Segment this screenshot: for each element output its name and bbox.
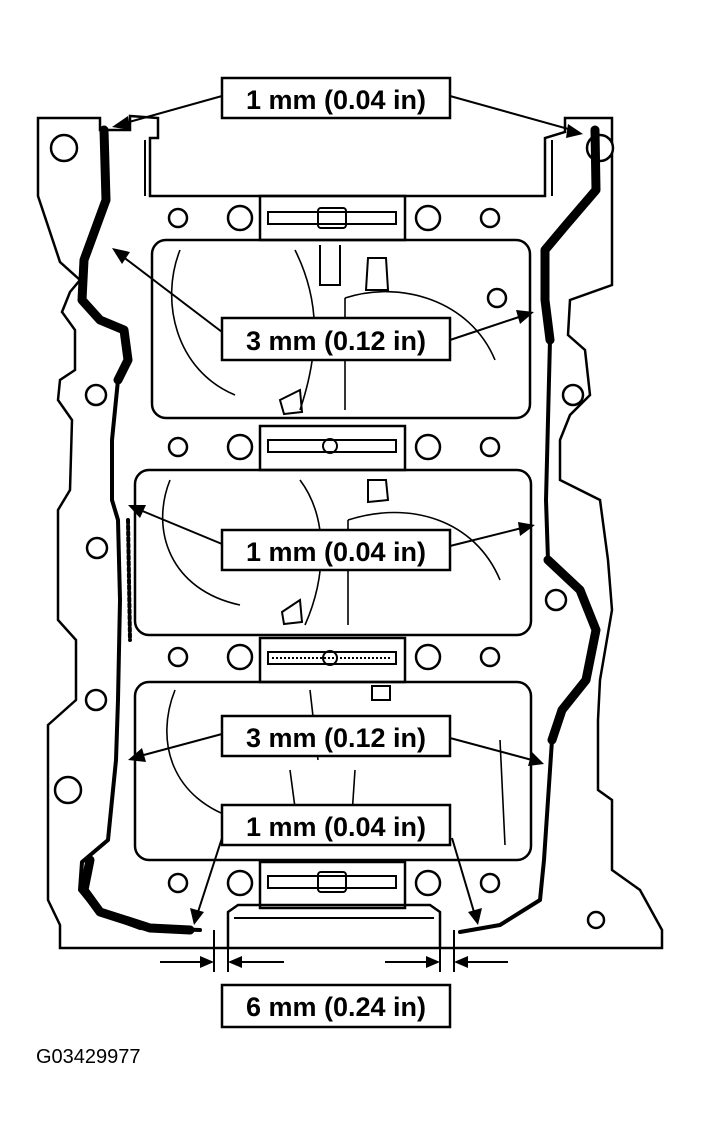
bolt-hole <box>226 643 254 671</box>
bolt-hole <box>226 869 254 897</box>
bolt-hole <box>479 207 501 229</box>
bolt-hole <box>167 436 189 458</box>
figure-id: G03429977 <box>36 1046 141 1068</box>
bolt-hole <box>53 775 83 805</box>
bolt-hole <box>479 872 501 894</box>
bolt-hole <box>414 433 442 461</box>
callout-bottom-label: 1 mm (0.04 in) <box>246 812 426 842</box>
bolt-hole <box>84 383 108 407</box>
engine-block-outline <box>36 114 664 950</box>
rear-seal-retainer <box>226 903 442 948</box>
leader-arrows <box>112 95 583 925</box>
callout-bottom: 1 mm (0.04 in) <box>220 803 452 847</box>
callout-top-label: 1 mm (0.04 in) <box>246 85 426 115</box>
callout-upper-middle-label: 3 mm (0.12 in) <box>246 326 426 356</box>
callout-middle-label: 1 mm (0.04 in) <box>246 537 426 567</box>
bearing-bridges <box>258 194 407 910</box>
bolt-hole <box>167 646 189 668</box>
callout-upper-middle: 3 mm (0.12 in) <box>220 316 452 362</box>
callout-seal-width-label: 6 mm (0.24 in) <box>246 992 426 1022</box>
seal-width-dimension <box>160 930 508 972</box>
bolt-hole <box>479 646 501 668</box>
bolt-hole <box>167 207 189 229</box>
callout-lower-middle-label: 3 mm (0.12 in) <box>246 723 426 753</box>
sealant-bead <box>77 125 601 935</box>
bolt-hole <box>226 204 254 232</box>
bolt-hole <box>414 204 442 232</box>
bolt-hole <box>49 133 79 163</box>
bolt-hole <box>84 688 108 712</box>
bolt-hole <box>85 536 109 560</box>
callout-middle: 1 mm (0.04 in) <box>220 528 452 572</box>
bolt-hole <box>479 436 501 458</box>
bolt-hole <box>561 383 585 407</box>
bolt-hole <box>414 869 442 897</box>
bolt-hole <box>486 287 508 309</box>
bolt-hole <box>544 588 568 612</box>
bolt-hole <box>167 872 189 894</box>
bolt-hole <box>586 910 606 930</box>
callout-seal-width: 6 mm (0.24 in) <box>220 983 452 1029</box>
callout-top: 1 mm (0.04 in) <box>220 76 452 120</box>
bolt-hole <box>226 433 254 461</box>
bolt-hole <box>414 643 442 671</box>
bolt-holes <box>49 133 615 930</box>
callout-lower-middle: 3 mm (0.12 in) <box>220 714 452 758</box>
